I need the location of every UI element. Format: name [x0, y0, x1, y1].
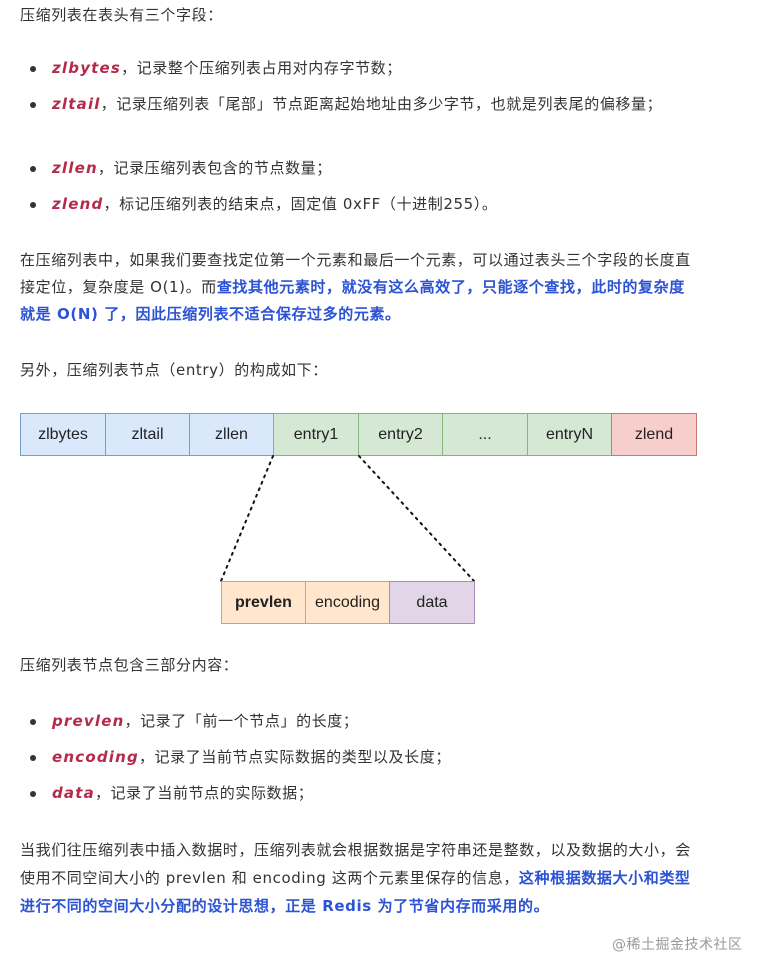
field-name: zllen: [52, 159, 98, 177]
field-desc: ，记录了「前一个节点」的长度；: [124, 712, 359, 730]
field-desc: ，记录了当前节点实际数据的类型以及长度；: [138, 748, 451, 766]
bullet-icon: [30, 66, 36, 72]
list-item-zlend: zlend，标记压缩列表的结束点，固定值 0xFF（十进制255）。: [30, 190, 700, 219]
list-item-zltail: zltail，记录压缩列表「尾部」节点距离起始地址由多少字节，也就是列表尾的偏移…: [30, 90, 700, 119]
diagram-cell-zllen: zllen: [189, 413, 274, 456]
field-desc: ，记录压缩列表「尾部」节点距离起始地址由多少字节，也就是列表尾的偏移量；: [100, 95, 663, 113]
entry-parts-intro-text: 压缩列表节点包含三部分内容：: [20, 656, 239, 674]
entry-intro-text: 另外，压缩列表节点（entry）的构成如下：: [20, 361, 328, 379]
diagram-cell-encoding: encoding: [305, 581, 390, 624]
field-name: encoding: [52, 748, 139, 766]
bullet-icon: [30, 719, 36, 725]
right-dotted-line: [358, 455, 475, 582]
diagram-cell-entry2: entry2: [358, 413, 443, 456]
intro-text: 压缩列表在表头有三个字段：: [20, 6, 223, 24]
field-name: zlend: [52, 195, 104, 213]
diagram-cell-data: data: [389, 581, 475, 624]
insert-highlight-text: 这种根据数据大小和类型进行不同的空间大小分配的设计思想，正是 Redis 为了节…: [20, 869, 691, 915]
field-desc: ，记录整个压缩列表占用对内存字节数；: [121, 59, 402, 77]
bullet-icon: [30, 202, 36, 208]
lookup-normal-text: 在压缩列表中，如果我们要查找定位第一个元素和最后一个元素，可以通过表头三个字段的…: [20, 251, 691, 296]
lookup-paragraph: 在压缩列表中，如果我们要查找定位第一个元素和最后一个元素，可以通过表头三个字段的…: [20, 247, 700, 328]
diagram-cell-entry1: entry1: [273, 413, 359, 456]
list-item-data: data，记录了当前节点的实际数据；: [30, 779, 700, 808]
diagram-cell-zlend: zlend: [611, 413, 697, 456]
field-name: zlbytes: [52, 59, 122, 77]
field-name: zltail: [52, 95, 101, 113]
field-desc: ，标记压缩列表的结束点，固定值 0xFF（十进制255）。: [103, 195, 498, 213]
diagram-cell-zlbytes: zlbytes: [20, 413, 106, 456]
watermark: @稀土掘金技术社区: [612, 937, 743, 953]
diagram-cell-prevlen: prevlen: [221, 581, 306, 624]
field-name: prevlen: [52, 712, 125, 730]
bullet-icon: [30, 755, 36, 761]
field-desc: ，记录压缩列表包含的节点数量；: [97, 159, 332, 177]
left-dotted-line: [220, 455, 274, 582]
list-item-zlbytes: zlbytes，记录整个压缩列表占用对内存字节数；: [30, 54, 700, 83]
insert-paragraph: 当我们往压缩列表中插入数据时，压缩列表就会根据数据是字符串还是整数，以及数据的大…: [20, 836, 700, 920]
bullet-icon: [30, 102, 36, 108]
insert-normal-text: 当我们往压缩列表中插入数据时，压缩列表就会根据数据是字符串还是整数，以及数据的大…: [20, 841, 691, 887]
diagram-cell-ellipsis: ...: [442, 413, 528, 456]
bullet-icon: [30, 166, 36, 172]
field-desc: ，记录了当前节点的实际数据；: [94, 784, 314, 802]
lookup-highlight-text: 查找其他元素时，就没有这么高效了，只能逐个查找，此时的复杂度就是 O(N) 了，…: [20, 278, 685, 323]
field-name: data: [52, 784, 95, 802]
bullet-icon: [30, 791, 36, 797]
list-item-encoding: encoding，记录了当前节点实际数据的类型以及长度；: [30, 743, 700, 772]
list-item-zllen: zllen，记录压缩列表包含的节点数量；: [30, 154, 700, 183]
list-item-prevlen: prevlen，记录了「前一个节点」的长度；: [30, 707, 700, 736]
diagram-cell-zltail: zltail: [105, 413, 190, 456]
